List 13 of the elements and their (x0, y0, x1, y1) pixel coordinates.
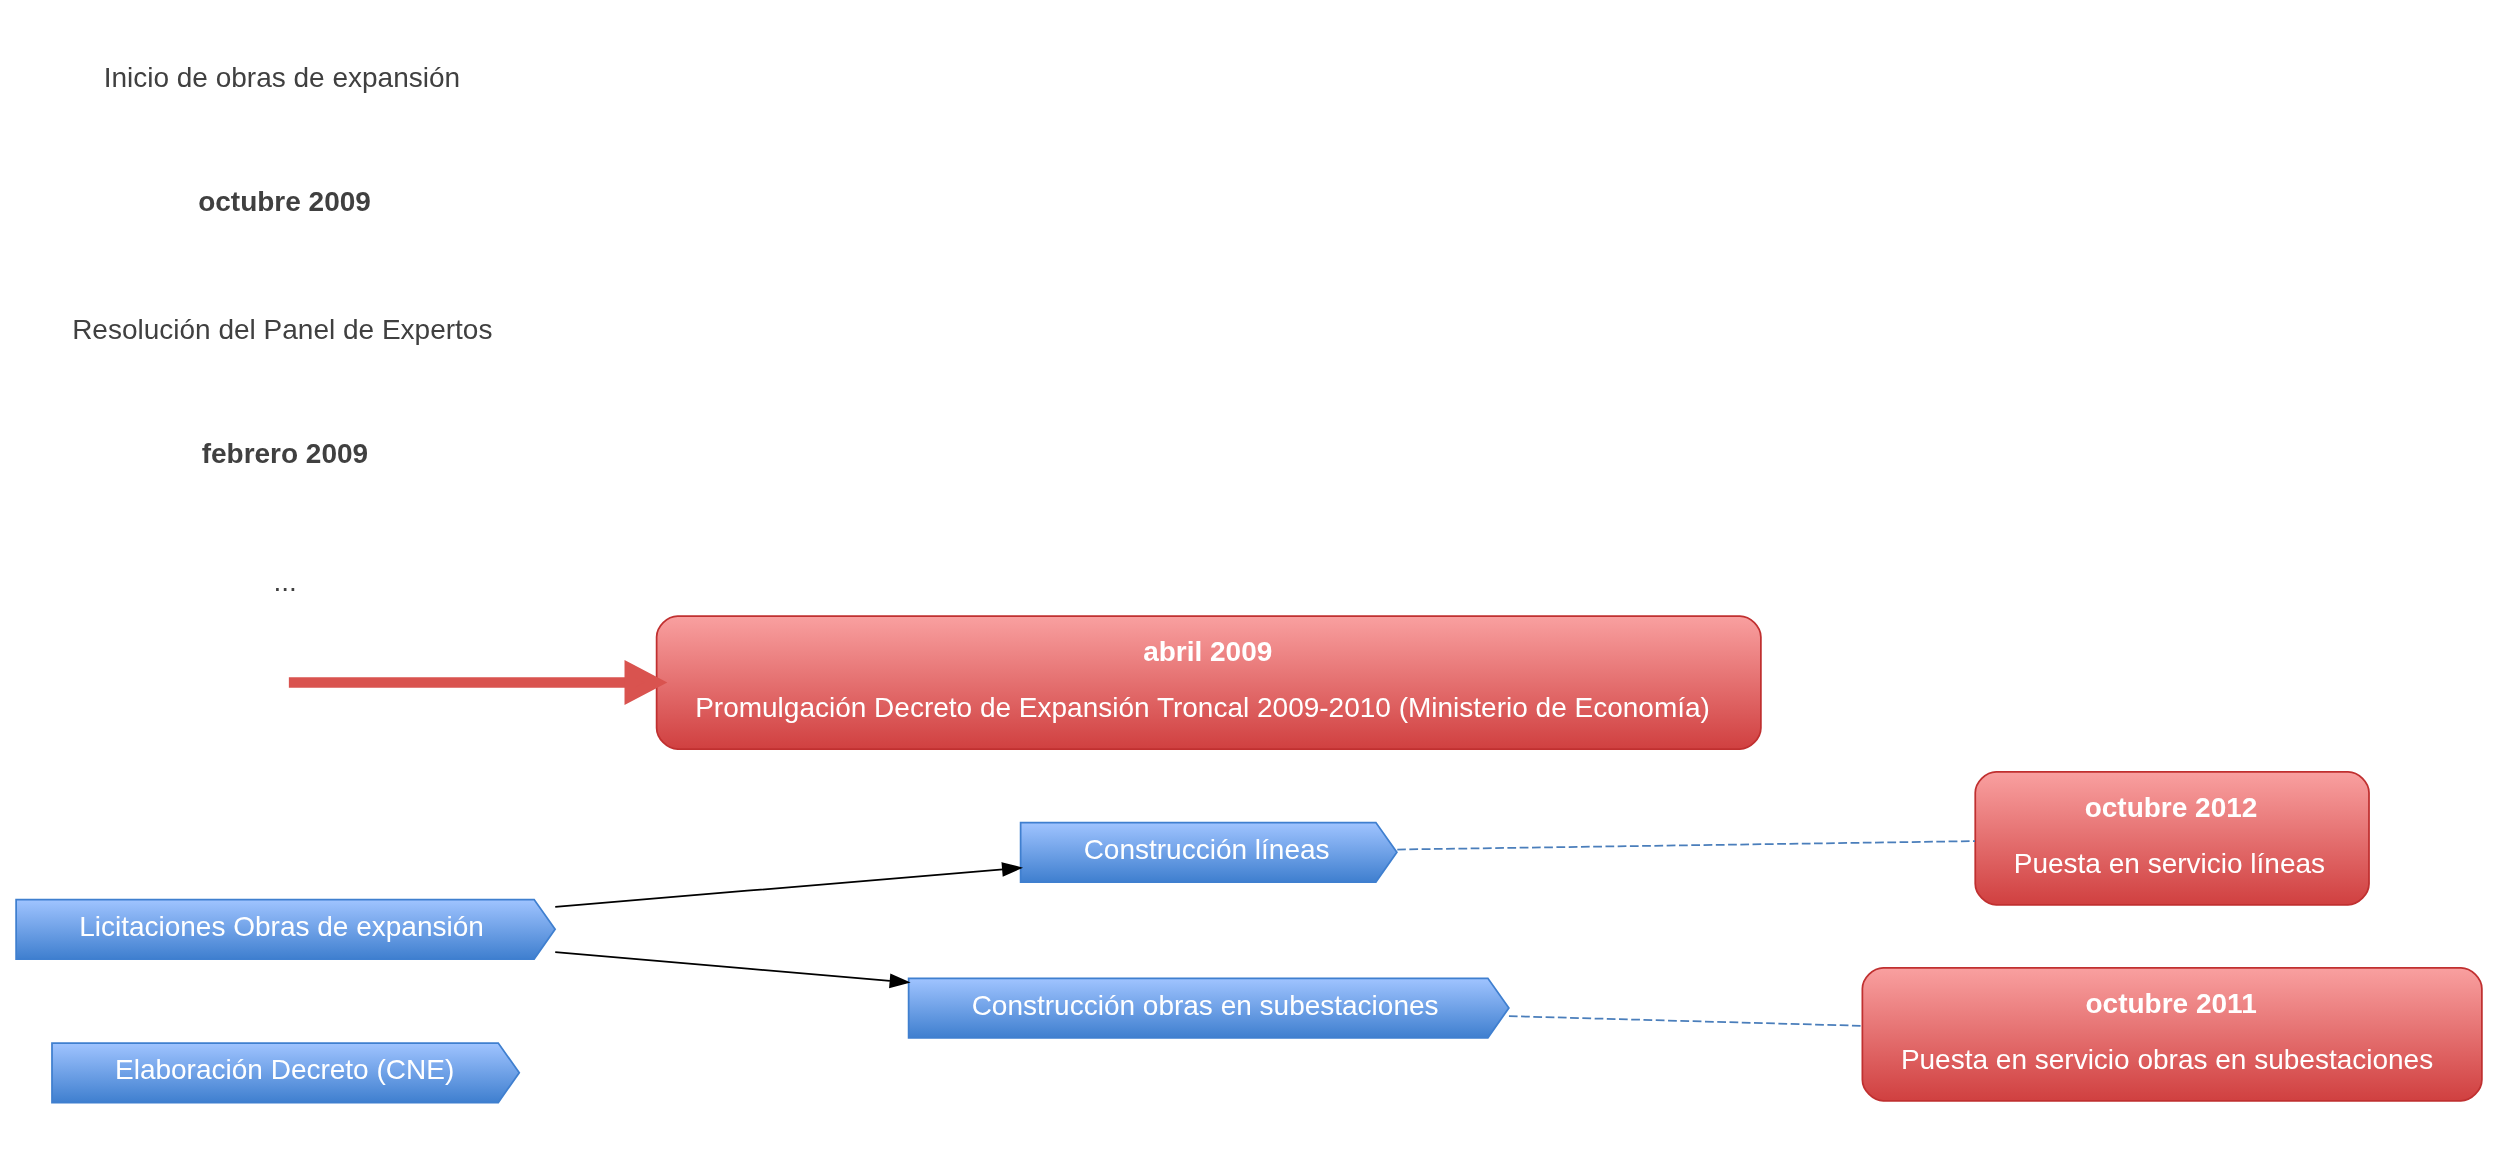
label: ... (273, 566, 297, 598)
arrow (554, 862, 1024, 908)
arrow (554, 951, 911, 989)
label: Resolución del Panel de Expertos (72, 314, 493, 346)
label: Inicio de obras de expansión (103, 62, 461, 94)
label: octubre 2009 (198, 186, 371, 218)
node-box: octubre 2012 Puesta en servicio líneas (1974, 770, 2370, 906)
connector (1508, 1015, 1864, 1027)
arrow (288, 660, 668, 705)
label: febrero 2009 (201, 438, 369, 470)
node-box: octubre 2011 Puesta en servicio obras en subestaciones (1861, 966, 2483, 1102)
node-box: abril 2009 Promulgación Decreto de Expansión Troncal 2009-2010 (Ministerio de Economía) (655, 615, 1762, 750)
connector (1396, 840, 1976, 851)
